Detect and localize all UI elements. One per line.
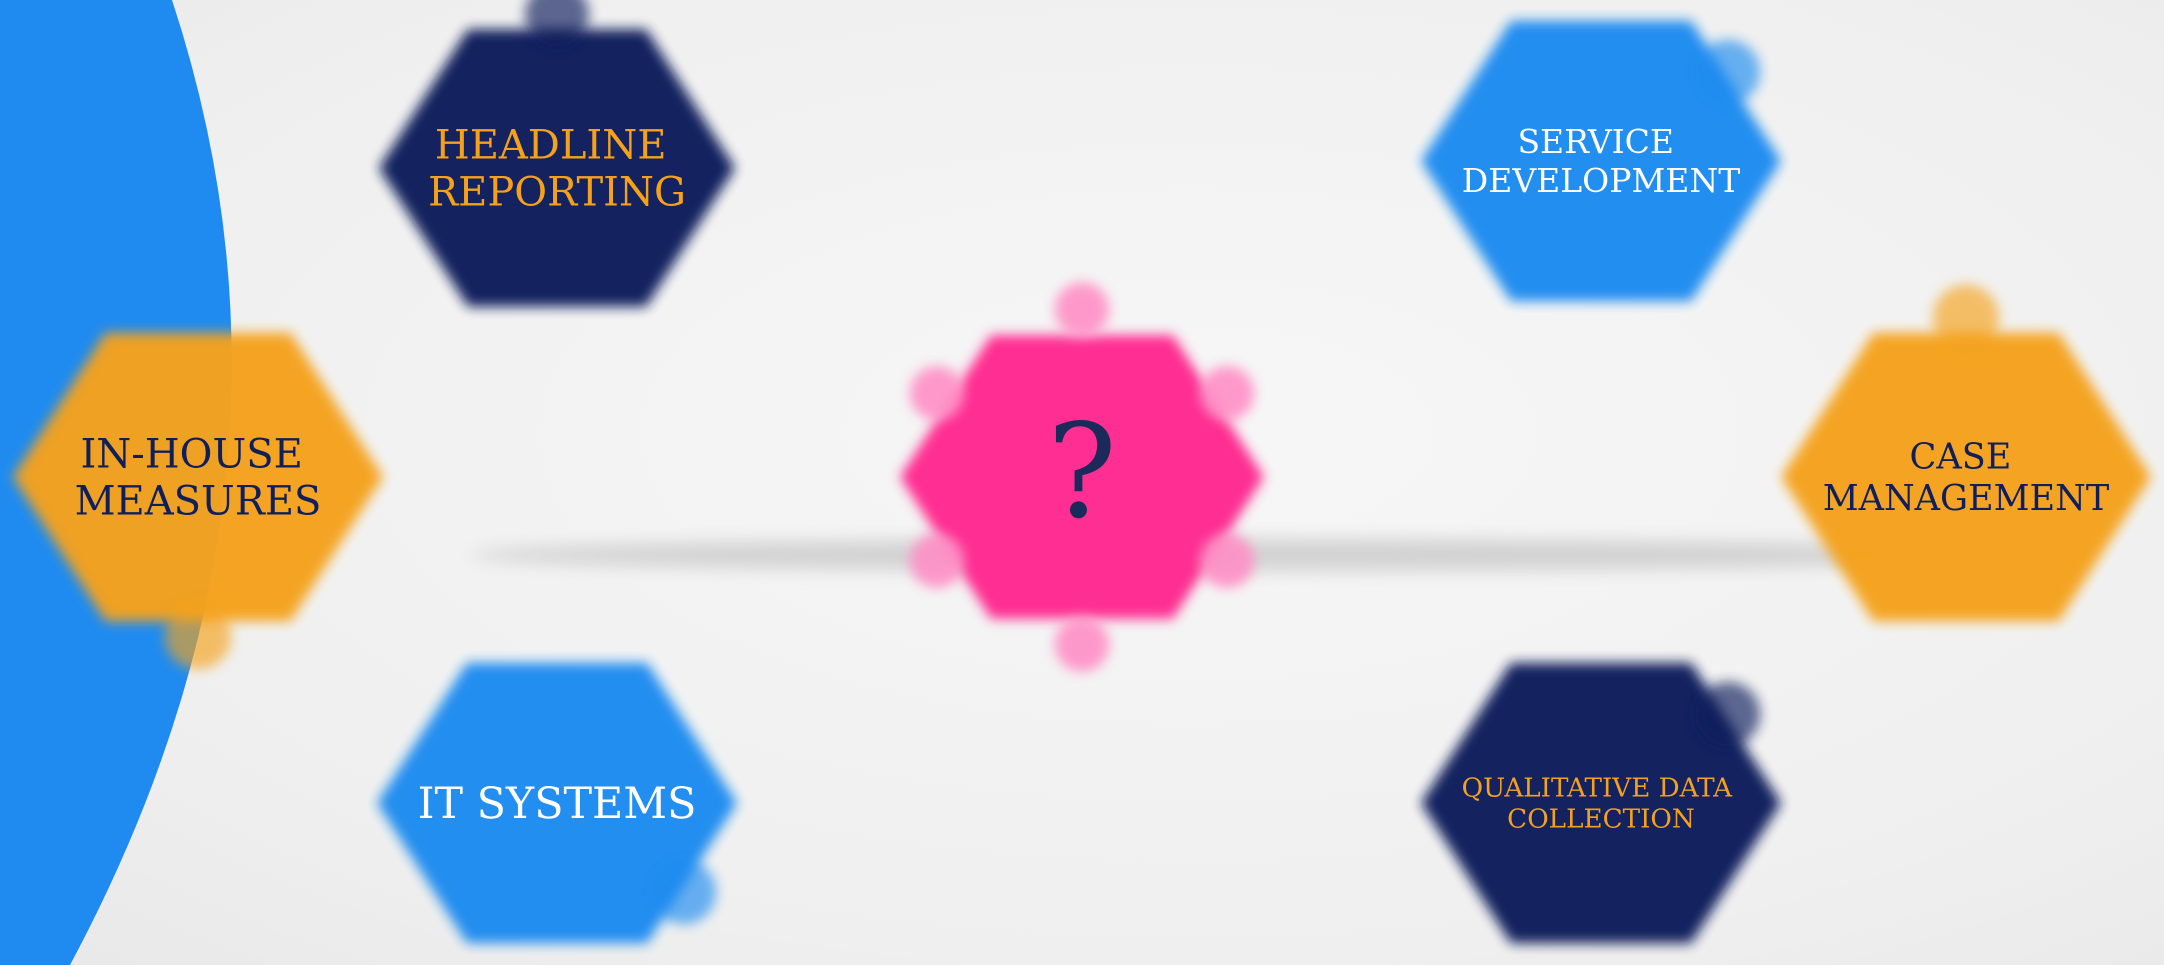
center-knob-bottom: [1054, 617, 1110, 672]
in-house-measures-line-1: IN-HOUSE: [80, 431, 302, 477]
case-management-line-1: CASE: [1910, 437, 2012, 478]
piece-in-house-measures: IN-HOUSE MEASURES: [13, 332, 383, 670]
qualitative-data-collection-knob: [1695, 681, 1761, 747]
it-systems-hexagon: [377, 662, 737, 944]
it-systems-knob: [651, 859, 717, 925]
center-knob-lower-left: [909, 533, 965, 588]
case-management-line-2: MANAGEMENT: [1823, 478, 2110, 519]
it-systems-label: IT SYSTEMS: [418, 779, 697, 829]
piece-service-development: SERVICE DEVELOPMENT: [1421, 20, 1781, 302]
center-knob-lower-right: [1199, 533, 1255, 588]
qualitative-data-collection-label: QUALITATIVE DATA COLLECTION: [1462, 774, 1741, 835]
headline-reporting-hexagon: [379, 29, 735, 307]
qualitative-data-collection-line-2: COLLECTION: [1507, 805, 1695, 835]
headline-reporting-line-1: HEADLINE: [435, 122, 667, 168]
piece-it-systems: IT SYSTEMS: [377, 662, 737, 944]
piece-headline-reporting: HEADLINE REPORTING: [379, 0, 735, 307]
piece-case-management: CASE MANAGEMENT: [1781, 284, 2151, 622]
in-house-measures-hexagon: [13, 332, 383, 622]
headline-reporting-knob: [525, 0, 589, 47]
center-piece: ?: [900, 282, 1264, 672]
headline-reporting-label: HEADLINE REPORTING: [428, 122, 686, 215]
service-development-line-1: SERVICE: [1517, 122, 1674, 161]
case-management-label: CASE MANAGEMENT: [1823, 437, 2110, 519]
it-systems-line-1: IT SYSTEMS: [418, 779, 697, 829]
question-mark: ?: [1047, 396, 1117, 548]
piece-qualitative-data-collection: QUALITATIVE DATA COLLECTION: [1421, 662, 1781, 944]
service-development-label: SERVICE DEVELOPMENT: [1462, 122, 1740, 200]
service-development-hexagon: [1421, 20, 1781, 302]
qualitative-data-collection-line-1: QUALITATIVE DATA: [1462, 774, 1734, 804]
in-house-measures-line-2: MEASURES: [75, 479, 322, 525]
service-development-knob: [1695, 39, 1761, 105]
headline-reporting-line-2: REPORTING: [428, 170, 686, 216]
service-development-line-2: DEVELOPMENT: [1462, 161, 1740, 200]
center-hexagon: [900, 335, 1264, 619]
qualitative-data-collection-hexagon: [1421, 662, 1781, 944]
center-knob-upper-left: [909, 366, 965, 421]
in-house-measures-label: IN-HOUSE MEASURES: [75, 431, 322, 524]
center-knob-upper-right: [1199, 366, 1255, 421]
center-knob-top: [1054, 282, 1110, 337]
in-house-measures-knob: [164, 602, 232, 670]
case-management-hexagon: [1781, 332, 2151, 622]
case-management-knob: [1932, 284, 2000, 352]
